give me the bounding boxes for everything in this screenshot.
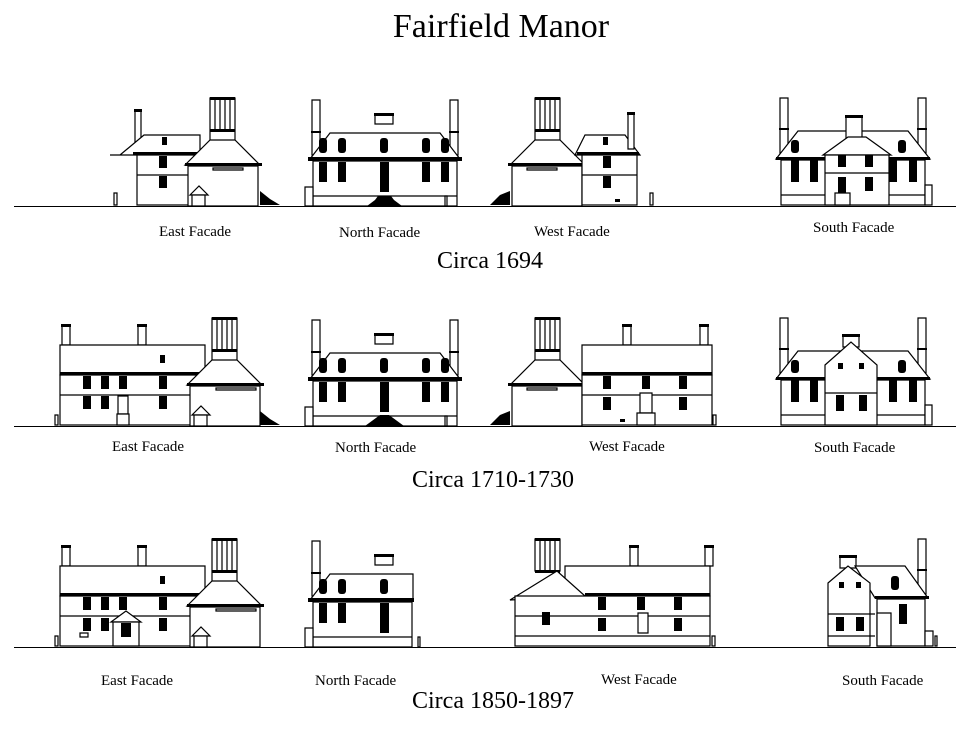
facade-label: East Facade [159,224,232,240]
facade-label: West Facade [601,672,677,688]
south-facade-1710-drawing [773,315,938,427]
facade-label: South Facade [813,220,895,236]
facade-label: North Facade [339,225,421,241]
north-facade-1850-drawing [305,537,430,648]
era-heading: Circa 1694 [437,248,543,274]
era-heading: Circa 1850-1897 [412,688,574,714]
south-facade-1850-drawing [825,536,945,648]
south-facade-1694-drawing [773,95,938,207]
facade-label: East Facade [101,673,174,689]
era-heading: Circa 1710-1730 [412,467,574,493]
facade-label: North Facade [335,440,417,456]
north-facade-1694-drawing [305,96,462,207]
facade-label: West Facade [534,224,610,240]
east-facade-1694-drawing [110,97,280,207]
north-facade-1710-drawing [305,316,462,427]
west-facade-1850-drawing [505,538,720,648]
ground-line [14,647,956,648]
page-title: Fairfield Manor [392,8,610,45]
facade-label: West Facade [589,439,665,455]
facade-label: South Facade [814,440,896,456]
ground-line [14,206,956,207]
facade-label: East Facade [112,439,185,455]
east-facade-1850-drawing [55,538,264,648]
facade-label: North Facade [315,673,397,689]
ground-line [14,426,956,427]
west-facade-1694-drawing [490,97,660,207]
facade-label: South Facade [842,673,924,689]
west-facade-1710-drawing [490,317,720,427]
east-facade-1710-drawing [55,317,280,427]
